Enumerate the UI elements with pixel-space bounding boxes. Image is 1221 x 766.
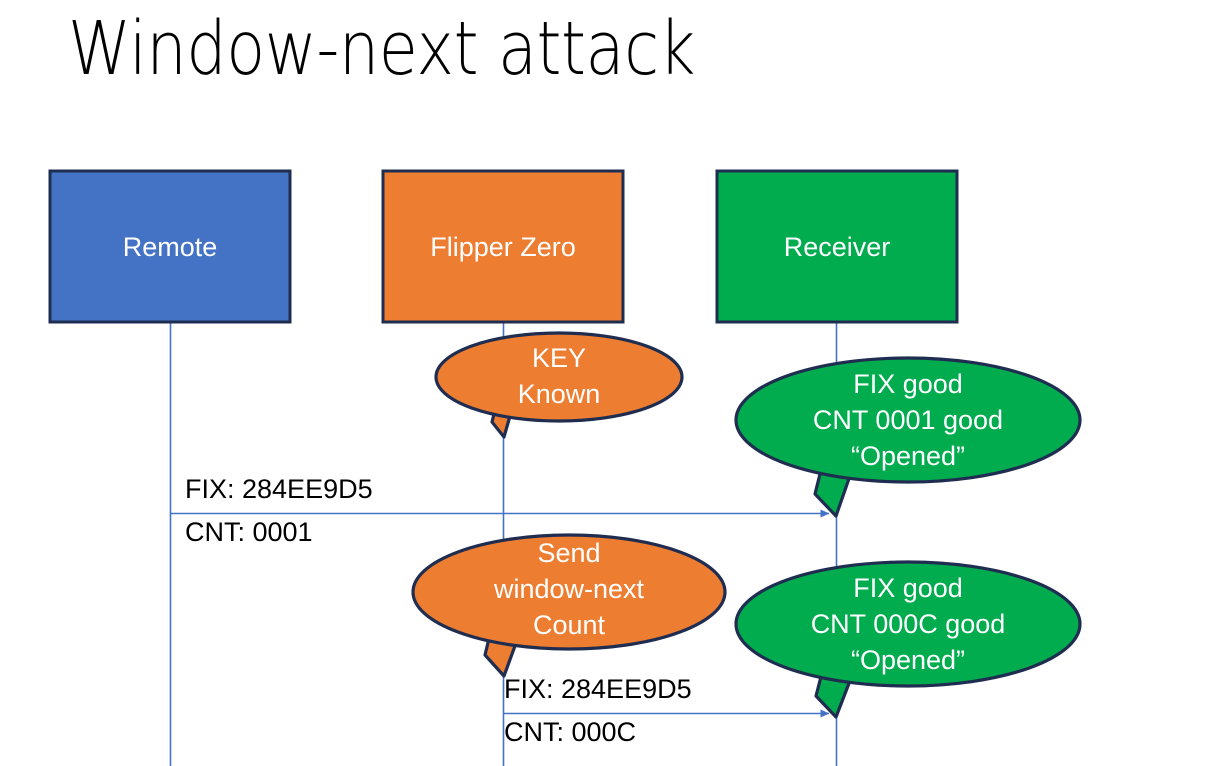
callout-line: Known [517,379,601,409]
page-title: Window-next attack [68,6,696,92]
lane-boxes [48,169,959,324]
callout-line: FIX good [853,573,963,603]
callout-line: FIX good [853,369,963,399]
lane-box-receiver[interactable] [715,169,959,324]
message-arrows [171,509,830,718]
callout-line: window-next [493,574,645,604]
callout-line: Send [537,538,601,568]
lane-label-flipper: Flipper Zero [430,232,576,262]
lane-box-remote[interactable] [48,169,292,324]
callout-line: Count [532,610,606,640]
callout-line: “Opened” [850,441,966,471]
callout-line: CNT 0001 good [812,405,1004,435]
message-label-above-2: FIX: 284EE9D5 [504,674,692,704]
callout-receiver-ack-2[interactable] [734,560,1082,719]
callout-text-send-window-next: Send window-next Count [413,535,725,643]
lane-box-flipper[interactable] [381,169,625,324]
callout-text-receiver-ack-2: FIX good CNT 000C good “Opened” [736,570,1080,678]
callout-key-known[interactable] [434,331,684,439]
callout-line: “Opened” [850,645,966,675]
callout-receiver-ack-1[interactable] [734,356,1082,518]
callout-line: KEY [531,343,587,373]
message-label-below-2: CNT: 000C [504,717,637,747]
callout-text-key-known: KEY Known [436,340,682,412]
lane-label-remote: Remote [122,232,218,262]
callout-text-receiver-ack-1: FIX good CNT 0001 good “Opened” [736,366,1080,474]
callout-line: CNT 000C good [810,609,1006,639]
message-label-above-1: FIX: 284EE9D5 [185,474,373,504]
message-label-below-1: CNT: 0001 [185,517,313,547]
callout-send-window-next[interactable] [411,533,727,678]
lane-label-receiver: Receiver [783,232,891,262]
